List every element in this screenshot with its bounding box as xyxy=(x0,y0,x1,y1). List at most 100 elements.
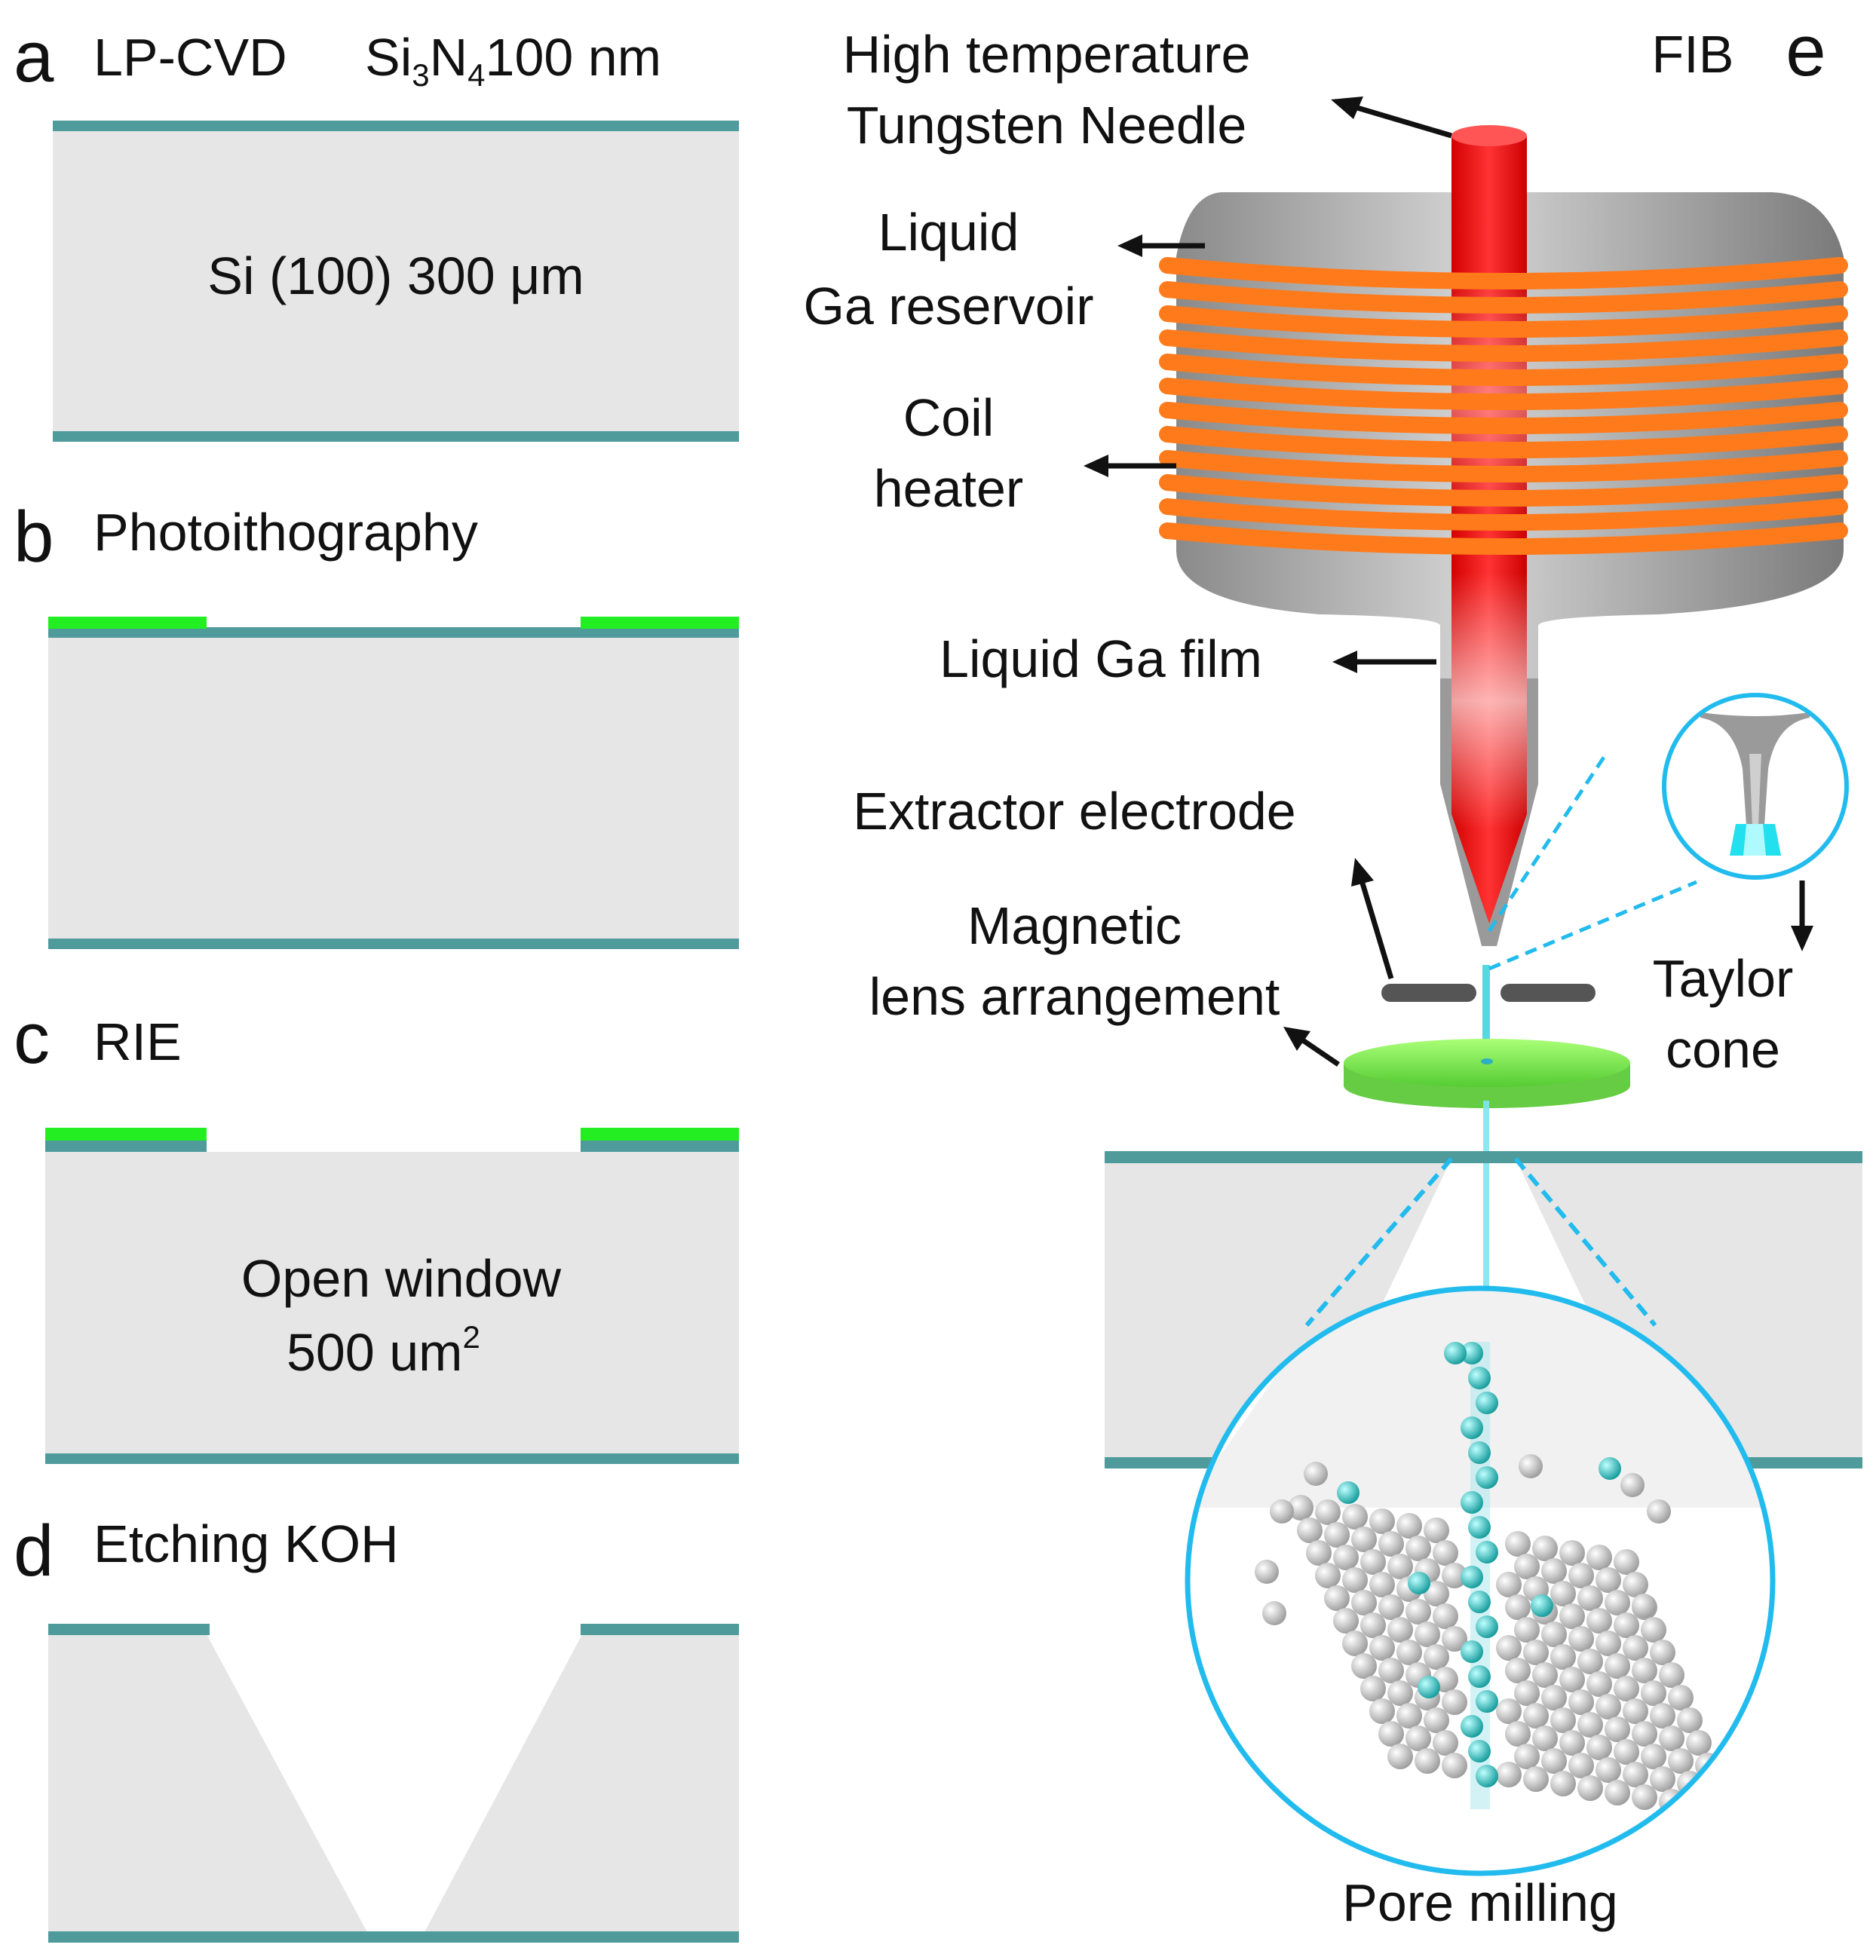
si-atom xyxy=(1614,1739,1639,1765)
si-atom xyxy=(1550,1644,1576,1670)
si-atom xyxy=(1288,1495,1314,1521)
needle-arrow xyxy=(1349,103,1452,139)
si-atom xyxy=(1396,1513,1422,1539)
scattered-ga-ion xyxy=(1337,1481,1359,1504)
si-atom xyxy=(1396,1640,1422,1665)
ga-ion xyxy=(1468,1665,1491,1688)
si-atom xyxy=(1596,1631,1621,1656)
extractor-label: Extractor electrode xyxy=(853,782,1295,841)
si-atom xyxy=(1614,1676,1639,1701)
si-atom xyxy=(1614,1549,1639,1575)
si-atom xyxy=(1623,1762,1648,1787)
si-atom xyxy=(1369,1698,1395,1724)
resist-right-c xyxy=(581,1128,739,1141)
si-atom xyxy=(1568,1626,1594,1652)
si-atom xyxy=(1641,1617,1666,1643)
taylor-label-2: cone xyxy=(1666,1020,1780,1079)
si-atom xyxy=(1514,1744,1540,1769)
panel-e-title: FIB xyxy=(1652,25,1734,84)
si-atom xyxy=(1586,1671,1612,1697)
panel-a-process: LP-CVD xyxy=(93,28,287,87)
si-atom xyxy=(1369,1508,1395,1534)
resist-left-c xyxy=(45,1128,207,1141)
si-atom xyxy=(1686,1793,1712,1819)
panel-a: a LP-CVD Si3N4100 nm Si (100) 300 μm xyxy=(14,17,739,442)
ga-ion xyxy=(1461,1640,1483,1663)
ga-ion xyxy=(1461,1491,1483,1514)
si-atom xyxy=(1650,1640,1675,1665)
panel-c-letter: c xyxy=(14,998,50,1079)
nitride-bottom-c xyxy=(45,1453,739,1464)
si-atom xyxy=(1505,1658,1531,1683)
si-atom xyxy=(1378,1594,1404,1620)
etched-substrate-d xyxy=(48,1634,739,1934)
label-arrows xyxy=(1084,96,1813,1067)
coil-winding xyxy=(1159,402,1848,434)
si-atom xyxy=(1568,1689,1594,1715)
nitride-left-c xyxy=(45,1140,207,1152)
si-atom xyxy=(1396,1703,1422,1729)
si-atom xyxy=(1496,1572,1522,1597)
si-atom xyxy=(1559,1540,1585,1566)
si-atom xyxy=(1369,1635,1395,1661)
coil-winding xyxy=(1159,378,1848,410)
ga-ion xyxy=(1476,1765,1498,1787)
si-atom xyxy=(1442,1563,1467,1588)
sputtered-si-atom xyxy=(1255,1560,1279,1584)
needle-label-2: Tungsten Needle xyxy=(847,96,1247,155)
si-atom xyxy=(1632,1721,1657,1747)
substrate-a xyxy=(53,130,739,431)
si-atom xyxy=(1550,1707,1576,1733)
si-atom xyxy=(1650,1703,1675,1729)
sputtered-si-atom xyxy=(1519,1454,1543,1478)
si-atom xyxy=(1496,1635,1522,1661)
si-atom xyxy=(1405,1599,1431,1625)
sputtered-si-atom xyxy=(1647,1499,1671,1524)
layer-thickness: 100 nm xyxy=(486,28,661,87)
ion-beam-upper xyxy=(1482,965,1490,1048)
si-atom xyxy=(1641,1744,1666,1769)
taylor-cone-zoom xyxy=(1700,712,1810,856)
si-atom xyxy=(1360,1612,1386,1638)
si-atom xyxy=(1677,1707,1703,1733)
si-atom xyxy=(1433,1603,1458,1629)
sputtered-si-atom xyxy=(1632,1594,1656,1618)
si-atom xyxy=(1514,1680,1540,1706)
si-atom xyxy=(1605,1653,1630,1679)
si-atom xyxy=(1550,1581,1576,1606)
ga-ion xyxy=(1461,1416,1483,1439)
si-atom xyxy=(1668,1685,1694,1710)
layer-sub3: 3 xyxy=(412,57,429,93)
ga-ion xyxy=(1476,1466,1498,1489)
panel-d-process: Etching KOH xyxy=(93,1514,399,1573)
scattered-ga-ion xyxy=(1599,1457,1621,1480)
nitride-bottom-b xyxy=(48,939,739,949)
nitride-top-a xyxy=(53,121,739,131)
membrane-d xyxy=(48,1931,739,1943)
extractor-plate-right xyxy=(1500,984,1596,1002)
si-atom xyxy=(1360,1549,1386,1575)
coil-winding xyxy=(1159,354,1848,386)
panel-a-layer-label: Si3N4100 nm xyxy=(365,28,661,93)
coil-label-2: heater xyxy=(874,459,1023,518)
coil-winding xyxy=(1159,522,1848,555)
ion-beam-lower xyxy=(1483,1101,1489,1327)
si-atom xyxy=(1351,1527,1377,1552)
si-atom xyxy=(1505,1594,1531,1620)
taylor-label-1: Taylor xyxy=(1653,949,1794,1008)
coil-winding xyxy=(1159,281,1848,314)
ga-ion xyxy=(1468,1591,1491,1613)
ga-ion xyxy=(1461,1715,1483,1738)
panel-a-letter: a xyxy=(14,17,54,97)
needle-label-1: High temperature xyxy=(843,25,1251,84)
si-atom xyxy=(1442,1689,1467,1715)
window-label-2: 500 um2 xyxy=(287,1319,480,1382)
panel-e: e FIB xyxy=(803,11,1862,1932)
si-atom xyxy=(1623,1698,1648,1724)
si-atom xyxy=(1378,1721,1404,1747)
si-atom xyxy=(1424,1644,1449,1670)
layer-n: N xyxy=(430,28,468,87)
panel-b-letter: b xyxy=(14,497,54,577)
si-atom xyxy=(1532,1662,1558,1688)
si-atom xyxy=(1577,1585,1603,1611)
